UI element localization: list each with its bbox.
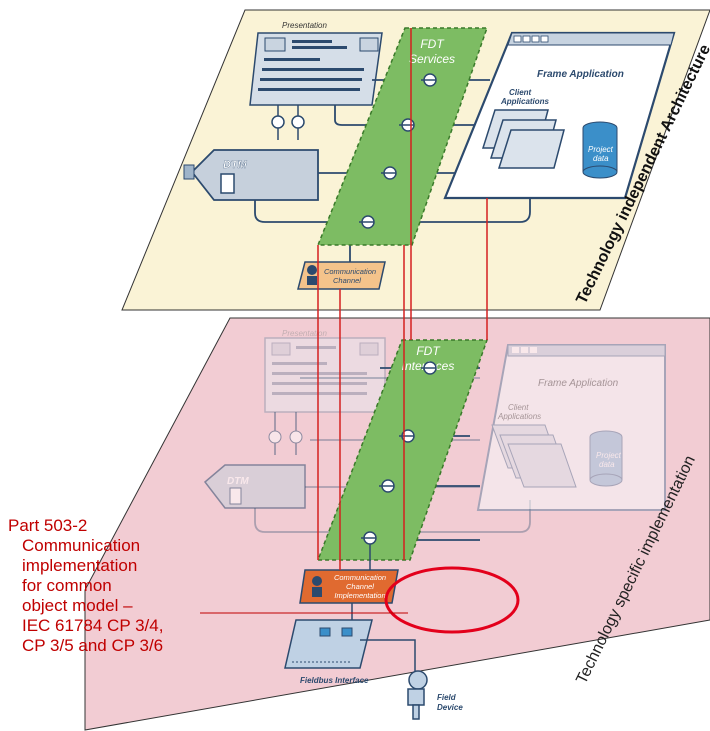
fdt-services-line2: Services <box>409 52 455 66</box>
top-dtm-label: DTM <box>223 159 248 171</box>
bottom-project-data-line1: Project <box>596 451 622 460</box>
annotation-line-3: for common <box>22 576 112 595</box>
comm-impl-line1: Communication <box>334 573 386 582</box>
bottom-client-apps-line2: Applications <box>497 412 541 421</box>
top-frame-application: Frame Application Client Applications Pr… <box>443 31 676 200</box>
annotation-line-1: Communication <box>22 536 141 555</box>
top-client-apps-line1: Client <box>509 88 532 97</box>
comm-channel-implementation: Communication Channel Implementation <box>299 569 399 604</box>
bottom-presentation-panel: Presentation <box>264 329 386 413</box>
fieldbus-interface-card: Fieldbus Interface <box>284 619 373 685</box>
bottom-project-data-line2: data <box>599 460 615 469</box>
top-layer: Presentation DTM <box>121 9 710 311</box>
fdt-services-band <box>316 27 489 246</box>
fdt-services-line1: FDT <box>420 37 445 51</box>
bottom-interface-symbols <box>361 361 437 545</box>
top-comm-channel: Communication Channel <box>297 261 386 290</box>
bottom-dtm-label: DTM <box>227 476 249 487</box>
top-frame-app-label: Frame Application <box>537 69 624 80</box>
bottom-presentation-connectors <box>268 412 303 455</box>
top-comm-line1: Communication <box>324 267 376 276</box>
annotation-line-4: object model – <box>22 596 133 615</box>
field-device-line2: Device <box>437 703 463 712</box>
annotation-line-2: implementation <box>22 556 138 575</box>
top-dtm-block: DTM <box>183 149 319 201</box>
part-annotation: Part 503-2 Communication implementation … <box>8 516 163 656</box>
top-presentation-panel: Presentation <box>249 21 383 106</box>
field-device-line1: Field <box>437 693 457 702</box>
bottom-client-apps-line1: Client <box>508 403 529 412</box>
fdt-interfaces-band <box>316 339 489 561</box>
bottom-presentation-label: Presentation <box>282 329 327 338</box>
field-device: Field Device <box>407 670 463 720</box>
bottom-frame-app-label: Frame Application <box>538 378 619 389</box>
comm-impl-line2: Channel <box>346 582 374 591</box>
comm-impl-line3: Implementation <box>334 591 385 600</box>
part-number: Part 503-2 <box>8 516 88 535</box>
bottom-frame-application: Frame Application Client Applications Pr… <box>476 344 666 511</box>
bottom-dtm-block: DTM <box>203 464 306 509</box>
top-client-apps-line2: Applications <box>500 97 550 106</box>
annotation-line-6: CP 3/5 and CP 3/6 <box>22 636 164 655</box>
mapping-lines <box>317 28 488 570</box>
fieldbus-interface-label: Fieldbus Interface <box>300 676 369 685</box>
top-presentation-label: Presentation <box>282 21 327 30</box>
top-project-data-line2: data <box>593 154 609 163</box>
top-comm-line2: Channel <box>333 276 361 285</box>
top-presentation-connectors <box>271 105 305 140</box>
top-project-data-line1: Project <box>588 145 614 154</box>
highlight-ellipse <box>384 566 520 634</box>
bottom-layer: Presentation DTM <box>84 317 710 731</box>
fdt-interfaces-line1: FDT <box>416 344 441 358</box>
annotation-line-5: IEC 61784 CP 3/4, <box>22 616 164 635</box>
